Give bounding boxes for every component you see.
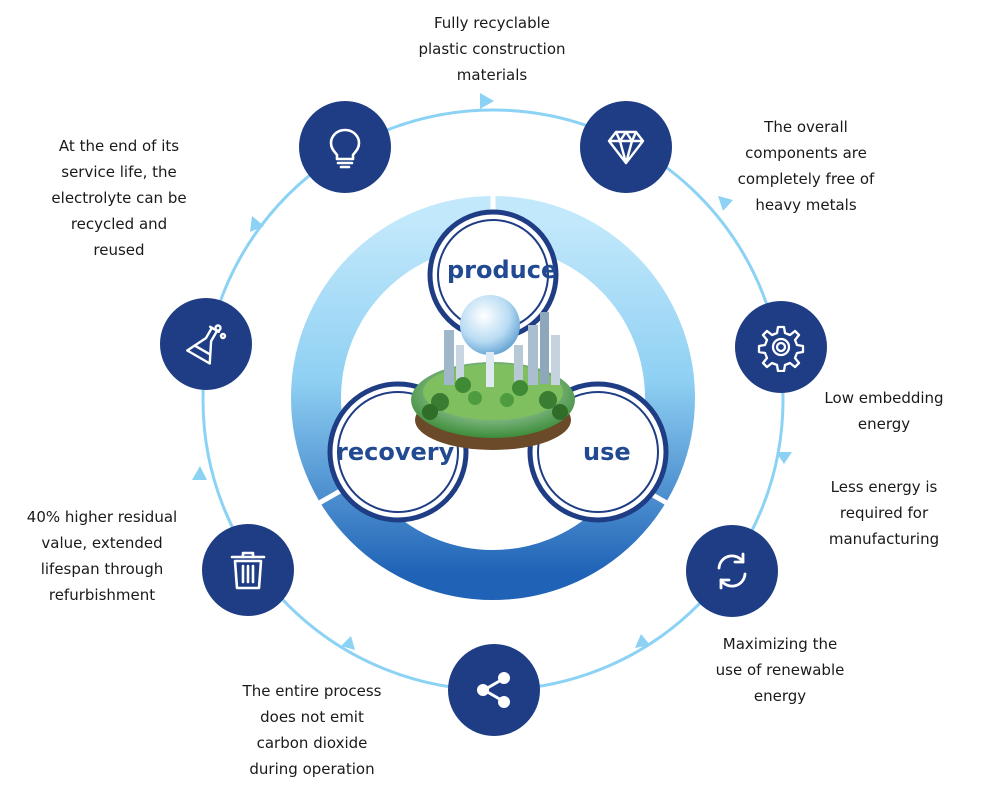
label-line: carbon dioxide — [256, 734, 368, 752]
cycle-arrows — [192, 93, 792, 650]
trash-icon — [230, 551, 266, 590]
label-line: completely free of — [737, 170, 875, 188]
label-line: recycled and — [70, 215, 168, 233]
stage-label-use: use — [583, 438, 631, 466]
label-residual-value: 40% higher residual value, extended life… — [2, 504, 202, 608]
label-line: electrolyte can be — [51, 189, 187, 207]
label-line: does not emit — [260, 708, 364, 726]
label-low-embedding-energy: Low embedding energy — [799, 385, 969, 437]
label-line: materials — [456, 66, 528, 84]
label-line: The entire process — [242, 682, 382, 700]
stage-circles — [327, 209, 669, 523]
label-line: use of renewable — [715, 661, 845, 679]
share-node — [448, 644, 540, 736]
stage-label-produce: produce — [447, 256, 558, 284]
label-line: plastic construction — [418, 40, 566, 58]
diamond-icon — [607, 130, 645, 165]
flask-node — [160, 298, 252, 390]
lightbulb-node — [299, 101, 391, 193]
label-line: Fully recyclable — [433, 14, 550, 32]
city-island-illustration — [411, 295, 575, 450]
label-renewable-energy: Maximizing the use of renewable energy — [690, 631, 870, 709]
flask-icon — [186, 324, 227, 365]
label-line: manufacturing — [828, 530, 940, 548]
label-line: At the end of its — [58, 137, 180, 155]
label-line: service life, the — [61, 163, 177, 181]
label-line: reused — [93, 241, 145, 259]
label-line: Less energy is — [830, 478, 938, 496]
refresh-node — [686, 525, 778, 617]
label-electrolyte-recycled: At the end of its service life, the elec… — [24, 133, 214, 263]
refresh-icon — [717, 552, 747, 590]
label-line: 40% higher residual — [26, 508, 178, 526]
trash-node — [202, 524, 294, 616]
label-line: required for — [839, 504, 929, 522]
label-line: The overall — [764, 118, 848, 136]
label-line: energy — [857, 415, 911, 433]
label-line: components are — [745, 144, 867, 162]
label-line: refurbishment — [48, 586, 156, 604]
diamond-node — [580, 101, 672, 193]
label-line: Maximizing the — [722, 635, 838, 653]
lightbulb-icon — [329, 128, 361, 169]
label-line: lifespan through — [40, 560, 164, 578]
label-line: during operation — [249, 760, 375, 778]
label-less-manufacturing-energy: Less energy is required for manufacturin… — [799, 474, 969, 552]
label-recyclable-materials: Fully recyclable plastic construction ma… — [382, 10, 602, 88]
gear-icon — [757, 325, 805, 372]
label-no-co2: The entire process does not emit carbon … — [222, 678, 402, 782]
label-line: value, extended — [41, 534, 163, 552]
label-heavy-metal-free: The overall components are completely fr… — [706, 114, 906, 218]
gear-node — [735, 301, 827, 393]
share-icon — [477, 672, 510, 708]
label-line: Low embedding — [824, 389, 944, 407]
label-line: energy — [753, 687, 807, 705]
stage-label-recovery: recovery — [336, 438, 455, 466]
label-line: heavy metals — [755, 196, 857, 214]
